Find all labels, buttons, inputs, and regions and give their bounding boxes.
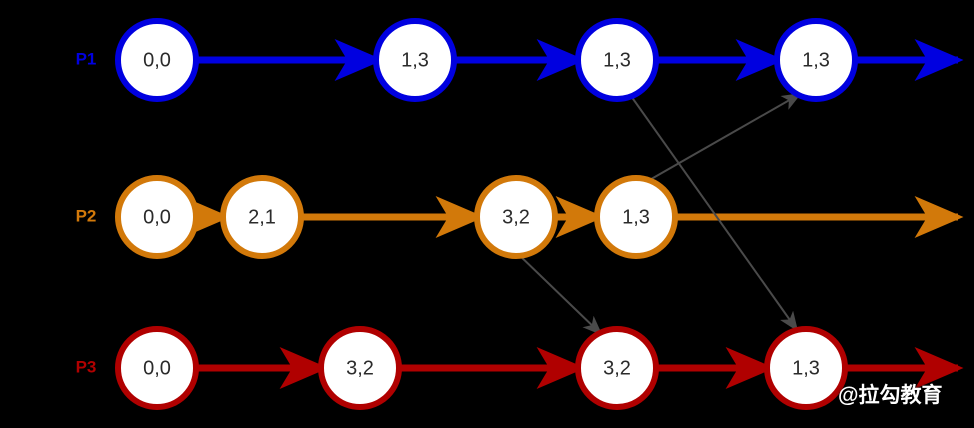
message-arrow-p2-n4-to-p1-n4 [645,93,802,183]
event-node-value: 1,3 [622,206,650,228]
event-node-value: 0,0 [143,49,171,71]
event-node-p2-1[interactable]: 0,0 [115,175,199,259]
event-node-p2-4[interactable]: 1,3 [594,175,678,259]
process-label-p2: P2 [76,206,97,225]
event-node-value: 0,0 [143,357,171,379]
event-nodes-layer: 0,0 1,3 1,3 1,3 0,0 2,1 3,2 1,3 0,0 3,2 3,2 1,3 [115,18,858,410]
event-node-value: 3,2 [502,206,530,228]
event-node-circle [318,326,402,410]
event-node-circle [115,175,199,259]
watermark: @拉勾教育 [838,384,943,407]
event-node-p3-4[interactable]: 1,3 [764,326,848,410]
event-node-p2-2[interactable]: 2,1 [220,175,304,259]
event-node-circle [373,18,457,102]
message-arrow-p2-n3-to-p3-n3 [515,251,603,336]
event-node-circle [115,326,199,410]
event-node-value: 1,3 [401,49,429,71]
event-node-circle [594,175,678,259]
event-node-p1-4[interactable]: 1,3 [774,18,858,102]
event-node-p3-1[interactable]: 0,0 [115,326,199,410]
event-node-p1-2[interactable]: 1,3 [373,18,457,102]
event-node-circle [115,18,199,102]
event-node-value: 1,3 [603,49,631,71]
message-arrow-p1-n3-to-p3-n4 [630,95,799,332]
process-label-p3: P3 [76,357,97,376]
event-node-value: 3,2 [603,357,631,379]
event-node-value: 2,1 [248,206,276,228]
process-label-p1: P1 [76,49,97,68]
event-node-p3-2[interactable]: 3,2 [318,326,402,410]
event-node-circle [220,175,304,259]
event-node-p1-1[interactable]: 0,0 [115,18,199,102]
event-node-p3-3[interactable]: 3,2 [575,326,659,410]
event-node-circle [575,326,659,410]
message-arrows-layer [515,93,802,336]
event-node-p2-3[interactable]: 3,2 [474,175,558,259]
event-node-value: 0,0 [143,206,171,228]
event-node-circle [474,175,558,259]
event-node-circle [774,18,858,102]
event-node-circle [764,326,848,410]
timelines-layer [181,39,964,389]
event-node-circle [575,18,659,102]
event-node-p1-3[interactable]: 1,3 [575,18,659,102]
event-node-value: 1,3 [802,49,830,71]
event-node-value: 3,2 [346,357,374,379]
event-node-value: 1,3 [792,357,820,379]
